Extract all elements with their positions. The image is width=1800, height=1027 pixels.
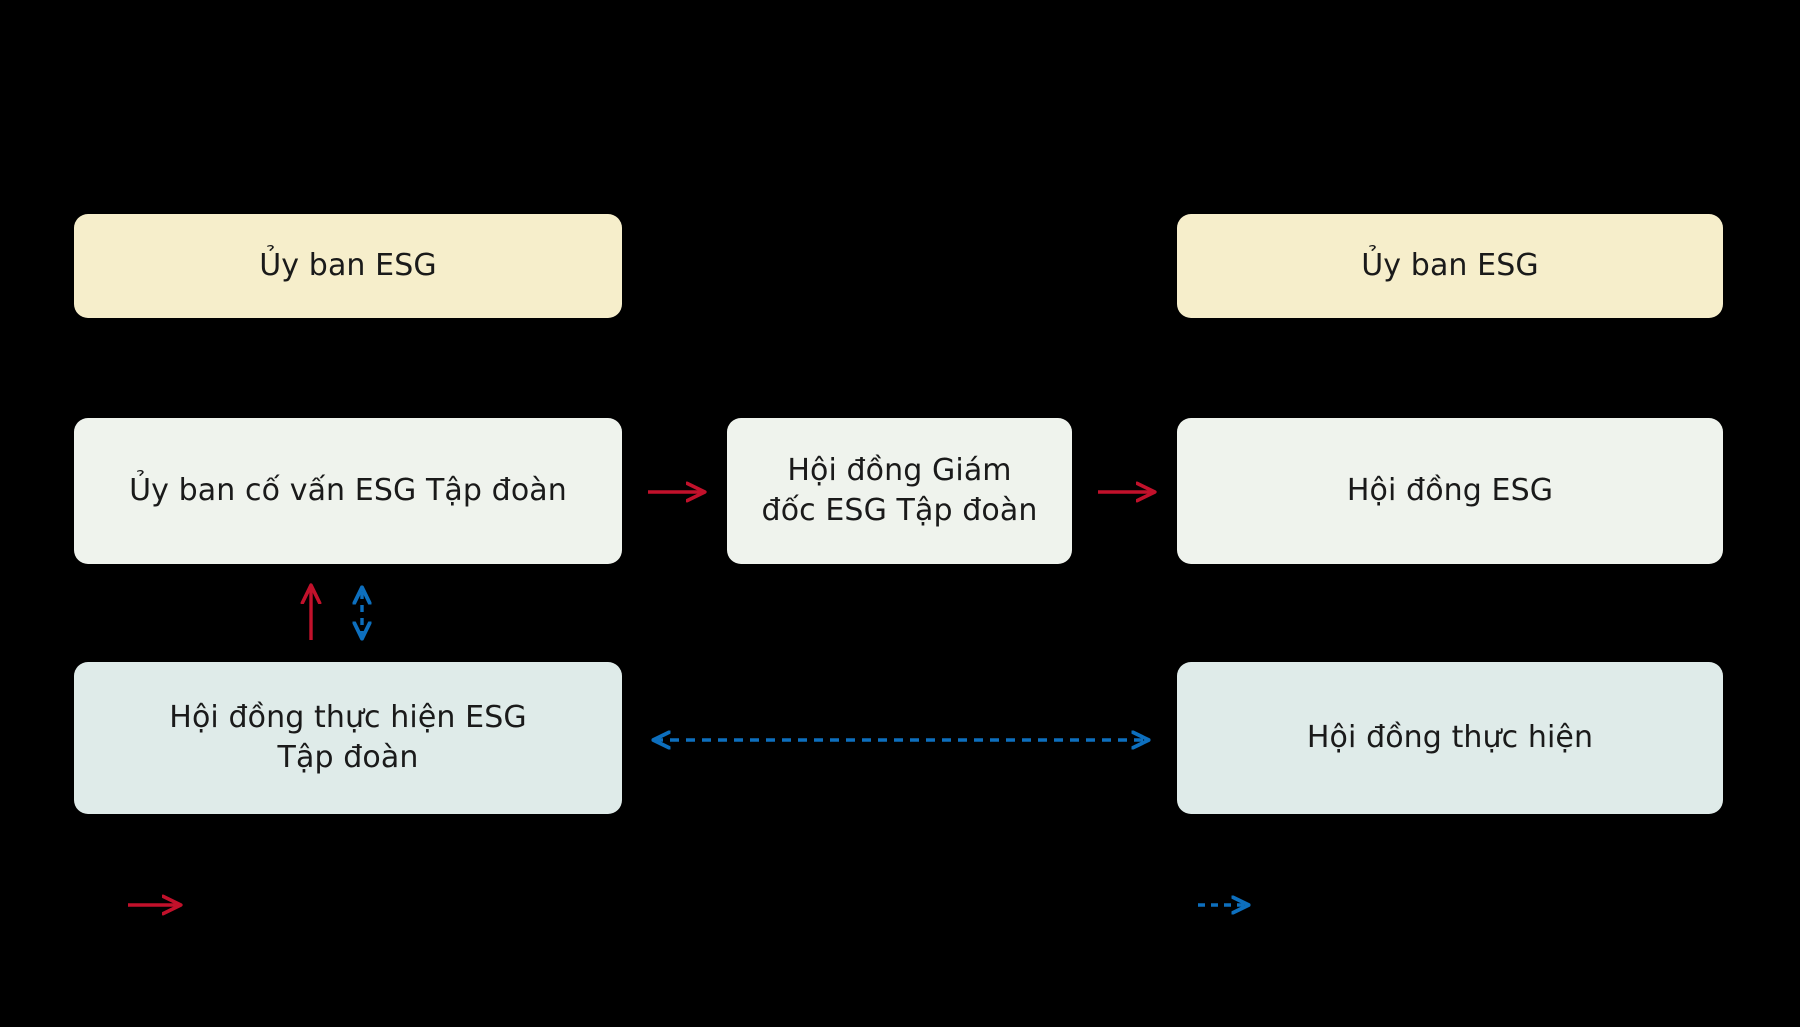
node-execution-board[interactable]: Hội đồng thực hiện [1177,662,1723,814]
node-group-esg-advisory-committee[interactable]: Ủy ban cố vấn ESG Tập đoàn [74,418,622,564]
node-group-esg-execution-board[interactable]: Hội đồng thực hiện ESG Tập đoàn [74,662,622,814]
node-group-esg-director-board[interactable]: Hội đồng Giám đốc ESG Tập đoàn [727,418,1072,564]
node-esg-committee-left[interactable]: Ủy ban ESG [74,214,622,318]
node-esg-council[interactable]: Hội đồng ESG [1177,418,1723,564]
node-esg-committee-right[interactable]: Ủy ban ESG [1177,214,1723,318]
